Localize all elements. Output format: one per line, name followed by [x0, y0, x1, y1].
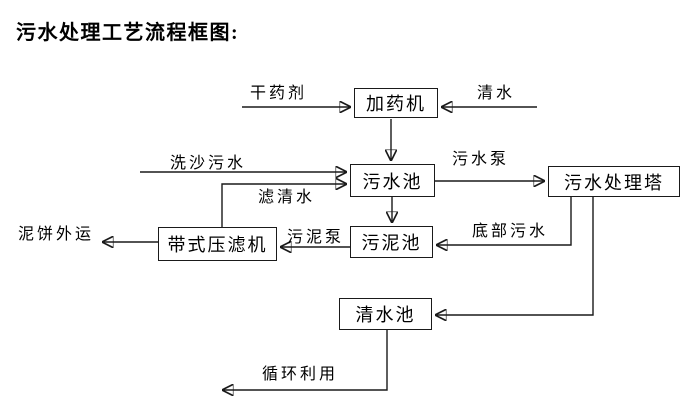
- label-clean-water: 清水: [477, 85, 516, 102]
- label-sludge-pump: 污泥泵: [287, 229, 345, 246]
- arrow-clean-pool-to-recycle: [223, 330, 388, 390]
- node-belt-filter-press: 带式压滤机: [158, 227, 277, 261]
- label-mud-cake-out: 泥饼外运: [18, 226, 95, 243]
- node-sludge-pool: 污泥池: [350, 226, 433, 258]
- label-filtered-clean-water: 滤清水: [258, 189, 316, 206]
- arrow-tower-to-sludge-pool: [437, 197, 572, 245]
- label-bottom-sewage: 底部污水: [472, 223, 549, 240]
- label-recycle-use: 循环利用: [262, 366, 339, 383]
- arrow-filtered-water-to-sewage-pool: [221, 184, 346, 227]
- node-sewage-pool: 污水池: [350, 164, 435, 197]
- node-clean-water-pool: 清水池: [339, 298, 432, 330]
- node-dosing-machine: 加药机: [354, 88, 438, 118]
- label-sand-washing-sewage: 洗沙污水: [170, 155, 247, 172]
- label-dry-agent: 干药剂: [250, 85, 308, 102]
- page-title: 污水处理工艺流程框图:: [16, 22, 240, 44]
- arrow-tower-to-clean-pool: [436, 197, 594, 315]
- node-treatment-tower: 污水处理塔: [548, 166, 680, 197]
- label-sewage-pump: 污水泵: [452, 151, 510, 168]
